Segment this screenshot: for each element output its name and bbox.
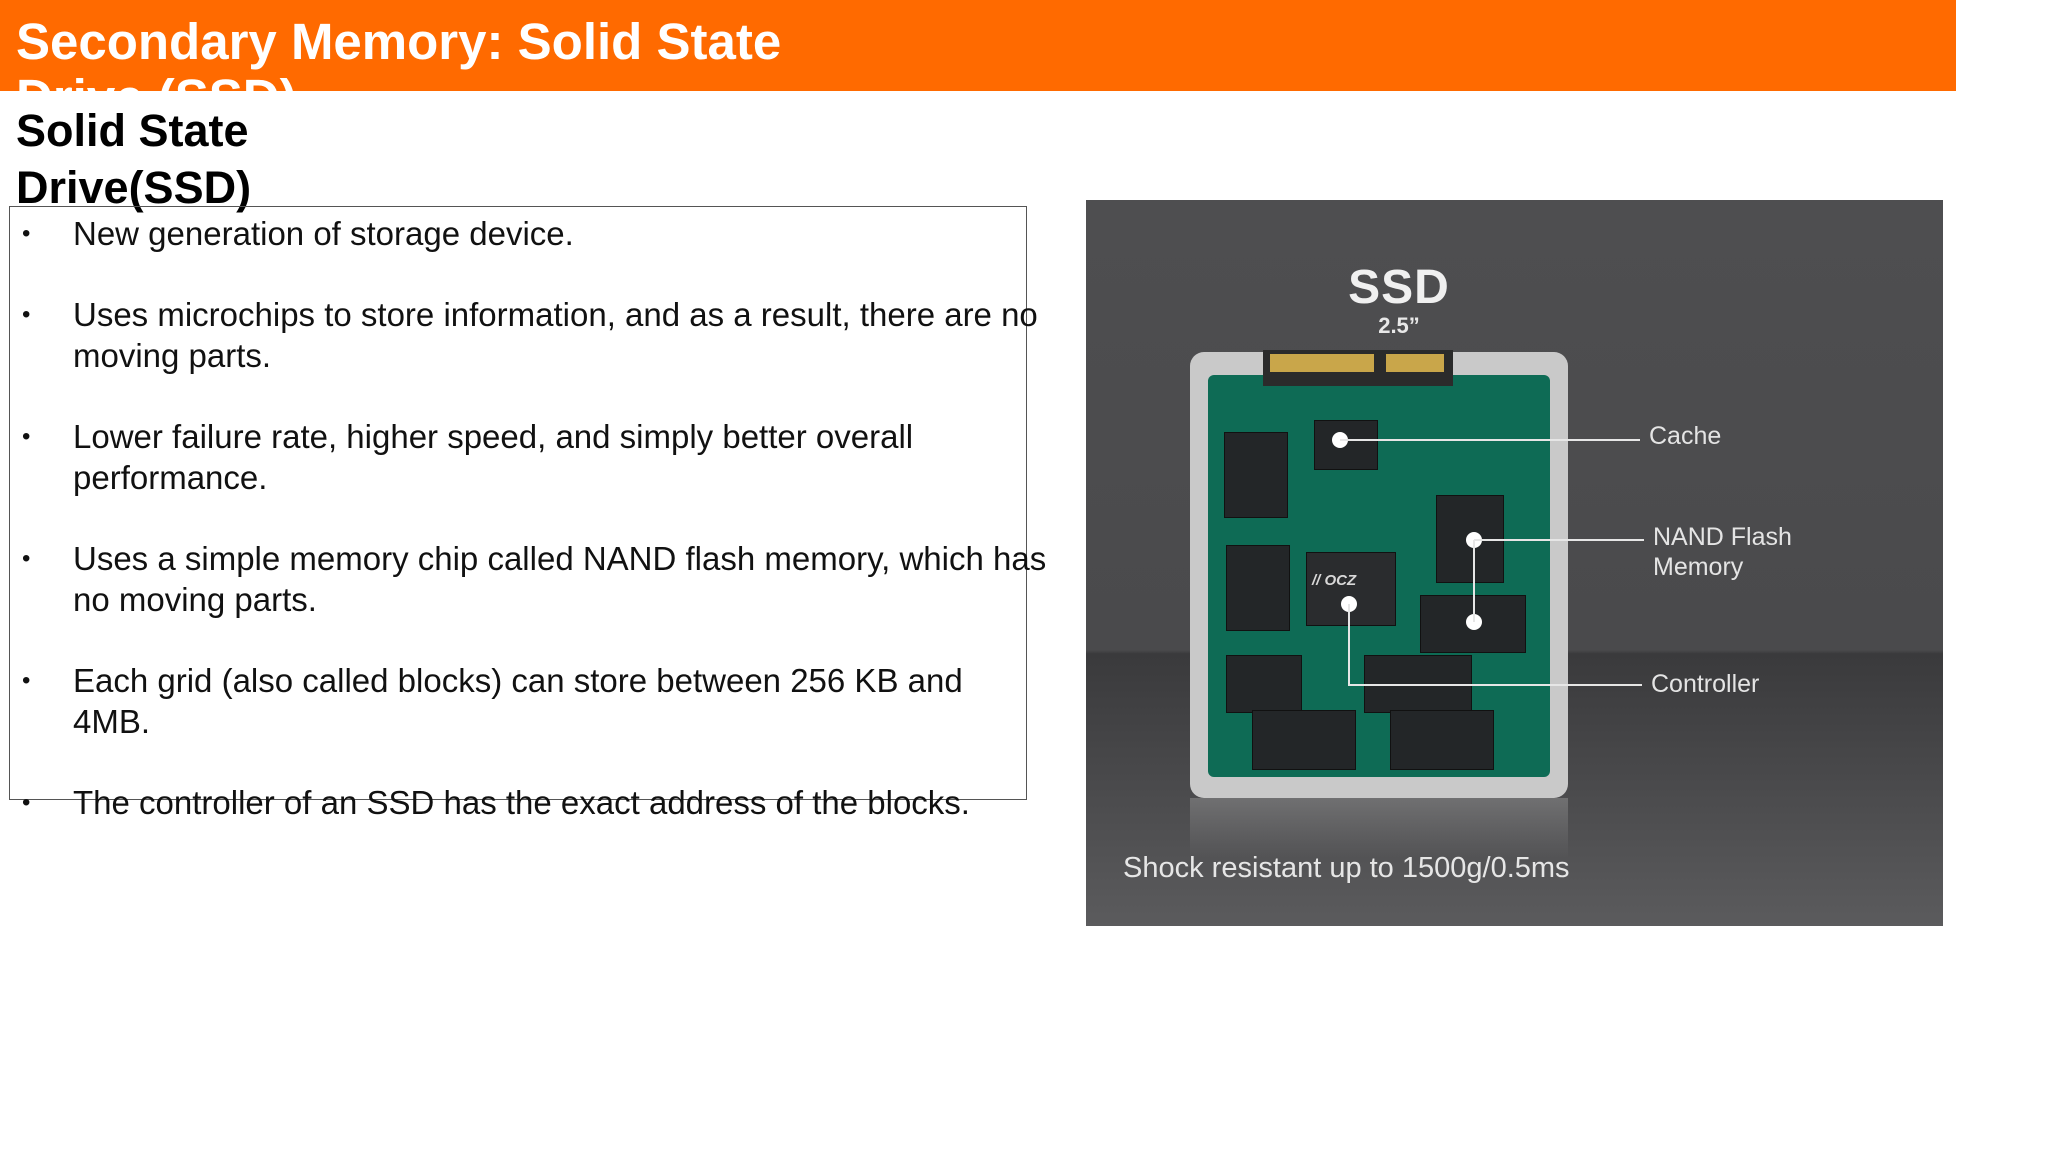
- controller-pointer-line: [1348, 604, 1350, 686]
- nand-pointer-dot: [1466, 614, 1482, 630]
- text-box-border: [9, 206, 1027, 800]
- brand-label: // OCZ: [1312, 572, 1357, 589]
- slide-header-bar: Secondary Memory: Solid State Drive (SSD…: [0, 0, 1956, 126]
- bullet-marker: •: [22, 423, 31, 450]
- bullet-marker: •: [22, 220, 31, 247]
- cache-pointer-line: [1340, 439, 1640, 441]
- bullet-item: • Uses microchips to store information, a…: [22, 294, 1038, 376]
- bullet-list: • New generation of storage device. • Uses…: [22, 213, 1046, 863]
- shock-resistance-caption: Shock resistant up to 1500g/0.5ms: [1123, 852, 1570, 884]
- cache-label: Cache: [1649, 422, 1722, 450]
- bullet-item: • Each grid (also called blocks) can stor…: [22, 660, 1022, 742]
- bullet-item: • Uses a simple memory chip called NAND f…: [22, 538, 1046, 620]
- ssd-heading: SSD: [1348, 261, 1450, 314]
- nand-label-line1: NAND Flash: [1653, 523, 1792, 551]
- bullet-text: Lower failure rate, higher speed, and si…: [73, 418, 914, 496]
- memory-chip: [1224, 432, 1288, 518]
- bullet-item: • New generation of storage device.: [22, 213, 1022, 254]
- controller-pointer-line: [1348, 684, 1642, 686]
- ssd-reflection: [1190, 798, 1568, 858]
- bullet-text: The controller of an SSD has the exact a…: [73, 784, 970, 821]
- connector-pins: [1386, 354, 1444, 372]
- nand-label-line2: Memory: [1653, 553, 1744, 581]
- nand-pointer-line: [1473, 540, 1475, 622]
- bullet-marker: •: [22, 789, 31, 816]
- controller-label: Controller: [1651, 670, 1760, 698]
- bullet-text: Uses microchips to store information, an…: [73, 296, 1038, 374]
- bullet-item: • The controller of an SSD has the exact …: [22, 782, 1022, 823]
- ssd-diagram-image: SSD 2.5” // OCZ Cache NAND Flash Memory …: [1086, 200, 1943, 926]
- bullet-marker: •: [22, 667, 31, 694]
- bullet-text: Each grid (also called blocks) can store…: [73, 662, 963, 740]
- memory-chip: [1226, 655, 1302, 713]
- nand-pointer-line: [1474, 539, 1644, 541]
- bullet-text: New generation of storage device.: [73, 215, 574, 252]
- bullet-marker: •: [22, 545, 31, 572]
- connector-pins: [1270, 354, 1374, 372]
- ssd-size-label: 2.5”: [1378, 313, 1420, 338]
- controller-chip: [1306, 552, 1396, 626]
- bullet-item: • Lower failure rate, higher speed, and s…: [22, 416, 1022, 498]
- memory-chip: [1390, 710, 1494, 770]
- section-subtitle: Solid State Drive(SSD): [16, 105, 252, 213]
- memory-chip: [1226, 545, 1290, 631]
- memory-chip: [1252, 710, 1356, 770]
- slide-title: Secondary Memory: Solid State Drive (SSD…: [16, 13, 782, 126]
- bullet-marker: •: [22, 301, 31, 328]
- bullet-text: Uses a simple memory chip called NAND fl…: [73, 540, 1047, 618]
